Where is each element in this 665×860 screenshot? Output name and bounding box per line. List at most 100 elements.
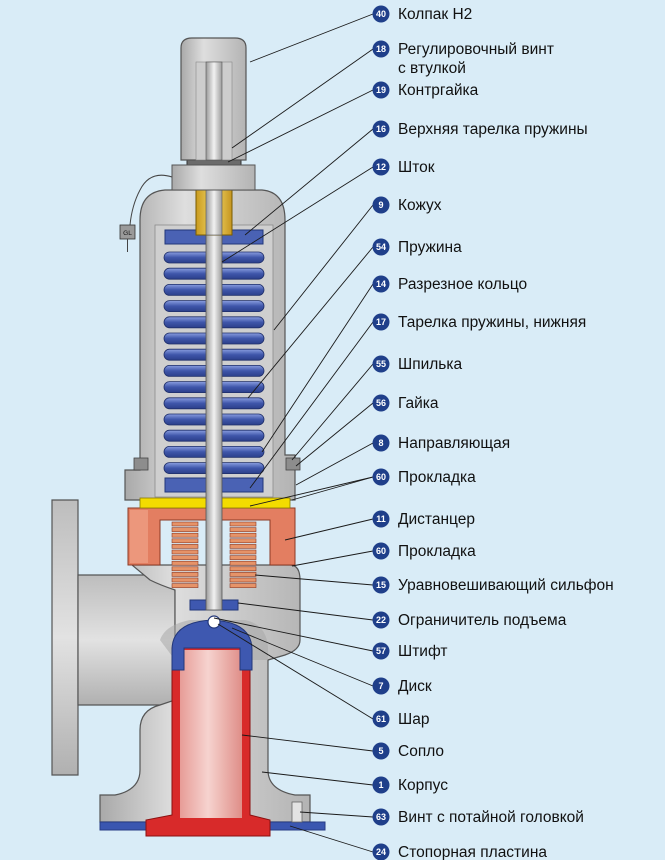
leader-line: [291, 550, 374, 567]
bellows-fold-right: [229, 549, 257, 555]
leader-line: [213, 617, 374, 652]
bellows-fold-right: [229, 566, 257, 572]
leader-line: [284, 518, 374, 541]
callout-number: 60: [376, 546, 386, 556]
callout-badge: [372, 642, 390, 660]
callout-number: 56: [376, 398, 386, 408]
callout-number: 11: [376, 514, 386, 524]
callout-number: 63: [376, 812, 386, 822]
callout-number: 12: [376, 162, 386, 172]
callout-label: Диск: [398, 678, 432, 695]
callout-label: Шар: [398, 711, 429, 728]
bellows-fold-left: [171, 549, 199, 555]
bellows-fold-right: [229, 572, 257, 577]
bellows-fold-left: [171, 544, 199, 549]
callout-61: 61 Шар: [372, 710, 429, 728]
callout-number: 5: [378, 746, 383, 756]
callout-badge: [372, 275, 390, 293]
leader-line: [249, 321, 374, 489]
leader-line: [247, 246, 374, 399]
callout-55: 55 Шпилька: [372, 355, 462, 373]
callout-number: 24: [376, 847, 386, 857]
callout-label: Верхняя тарелка пружины: [398, 121, 588, 138]
callout-label: Штифт: [398, 643, 447, 660]
callout-badge: [372, 808, 390, 826]
leader-line: [249, 476, 374, 507]
bellows-fold-left: [171, 572, 199, 577]
callout-number: 17: [376, 317, 386, 327]
callout-5: 5 Сопло: [372, 742, 444, 760]
bellows-fold-left: [171, 521, 199, 527]
callout-16: 16 Верхняя тарелка пружины: [372, 120, 588, 138]
leader-line: [291, 476, 374, 501]
callout-badge: [372, 5, 390, 23]
callout-badge: [372, 542, 390, 560]
callout-badge: [372, 710, 390, 728]
callout-label: Шпилька: [398, 356, 462, 373]
callout-57: 57 Штифт: [372, 642, 447, 660]
callout-label: Колпак H2: [398, 6, 472, 23]
leader-line: [254, 574, 374, 586]
callout-badge: [372, 196, 390, 214]
bellows-fold-left: [171, 532, 199, 538]
leader-line: [261, 283, 374, 453]
callout-badge: [372, 120, 390, 138]
bellows-fold-left: [171, 560, 199, 566]
leader-line: [249, 13, 374, 63]
callout-label: Регулировочный винт: [398, 41, 554, 58]
callout-number: 40: [376, 9, 386, 19]
callout-number: 55: [376, 359, 386, 369]
callout-40: 40 Колпак H2: [372, 5, 472, 23]
leader-line: [231, 48, 374, 149]
callout-badge: [372, 576, 390, 594]
callout-label-line2: с втулкой: [398, 60, 466, 77]
bellows-fold-right: [229, 583, 257, 588]
leader-line: [295, 402, 374, 467]
callout-badge: [372, 238, 390, 256]
callout-badge: [372, 468, 390, 486]
callout-label: Дистанцер: [398, 511, 475, 528]
callout-badge: [372, 394, 390, 412]
callout-11: 11 Дистанцер: [372, 510, 475, 528]
leader-line: [289, 825, 374, 853]
callout-label: Сопло: [398, 743, 444, 760]
bellows-fold-right: [229, 521, 257, 527]
leader-line: [299, 811, 374, 818]
seal-tag-text: GL: [123, 230, 132, 237]
leader-line: [217, 623, 374, 720]
leader-line: [237, 602, 374, 621]
callout-label: Ограничитель подъема: [398, 612, 567, 629]
callout-number: 57: [376, 646, 386, 656]
callout-badge: [372, 40, 390, 58]
leader-line: [221, 166, 374, 263]
bellows-fold-left: [171, 577, 199, 583]
bellows-fold-left: [171, 583, 199, 588]
leader-line: [227, 89, 374, 163]
callout-badge: [372, 677, 390, 695]
callout-number: 14: [376, 279, 386, 289]
callout-number: 16: [376, 124, 386, 134]
callout-24: 24 Стопорная пластина: [372, 843, 547, 860]
nozzle: [145, 647, 271, 837]
callout-badge: [372, 434, 390, 452]
leader-line: [295, 442, 374, 486]
bellows-fold-left: [171, 527, 199, 532]
seal-tag: GL: [119, 174, 173, 252]
callout-label: Стопорная пластина: [398, 844, 547, 860]
leader-line: [273, 204, 374, 331]
bellows-fold-left: [171, 566, 199, 572]
callout-number: 61: [376, 714, 386, 724]
